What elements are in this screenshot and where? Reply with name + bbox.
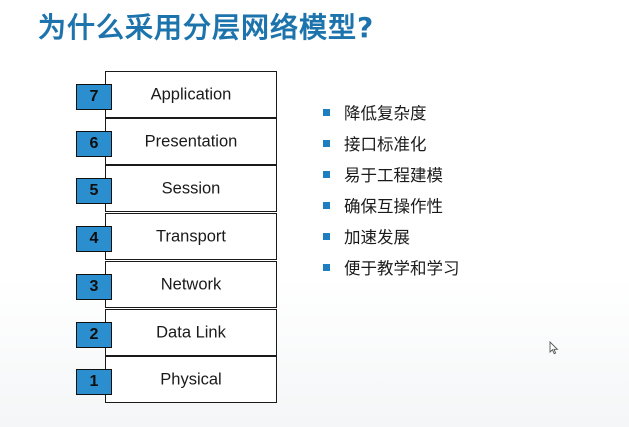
slide-title: 为什么采用分层网络模型? — [38, 11, 375, 44]
list-item: 确保互操作性 — [320, 191, 460, 222]
bullet-text: 接口标准化 — [344, 135, 427, 154]
layer-number-badge: 2 — [76, 322, 112, 348]
square-bullet-icon — [323, 109, 330, 116]
list-item: 降低复杂度 — [320, 98, 460, 129]
layer-box-physical: Physical — [105, 356, 277, 403]
square-bullet-icon — [323, 140, 330, 147]
layer-number-badge: 4 — [76, 226, 112, 252]
layer-number-badge: 7 — [76, 84, 112, 110]
layer-name: Data Link — [156, 323, 226, 341]
bullet-text: 易于工程建模 — [344, 166, 443, 185]
figure-id-mark — [281, 378, 289, 400]
layer-number-badge: 6 — [76, 131, 112, 157]
bullet-text: 便于教学和学习 — [344, 259, 460, 278]
layer-box-presentation: Presentation — [105, 118, 277, 165]
layer-box-application: Application — [105, 71, 277, 118]
layer-name: Application — [150, 85, 232, 103]
bullet-text: 加速发展 — [344, 228, 410, 247]
layer-box-network: Network — [105, 261, 277, 308]
layer-name: Network — [160, 275, 222, 293]
layer-number-badge: 3 — [76, 274, 112, 300]
list-item: 易于工程建模 — [320, 160, 460, 191]
bullet-text: 降低复杂度 — [344, 104, 427, 123]
list-item: 加速发展 — [320, 222, 460, 253]
benefits-list: 降低复杂度 接口标准化 易于工程建模 确保互操作性 加速发展 便于教学和学习 — [320, 98, 460, 284]
list-item: 接口标准化 — [320, 129, 460, 160]
layer-name: Session — [161, 179, 221, 197]
layer-name: Presentation — [144, 132, 238, 150]
layer-name: Transport — [156, 227, 226, 245]
layer-box-session: Session — [105, 165, 277, 212]
square-bullet-icon — [323, 202, 330, 209]
layer-name: Physical — [160, 370, 222, 388]
list-item: 便于教学和学习 — [320, 253, 460, 284]
layer-number-badge: 5 — [76, 178, 112, 204]
square-bullet-icon — [323, 171, 330, 178]
square-bullet-icon — [323, 264, 330, 271]
square-bullet-icon — [323, 233, 330, 240]
layer-number-badge: 1 — [76, 369, 112, 395]
layer-box-transport: Transport — [105, 213, 277, 260]
layer-box-data-link: Data Link — [105, 309, 277, 356]
bullet-text: 确保互操作性 — [344, 197, 443, 216]
